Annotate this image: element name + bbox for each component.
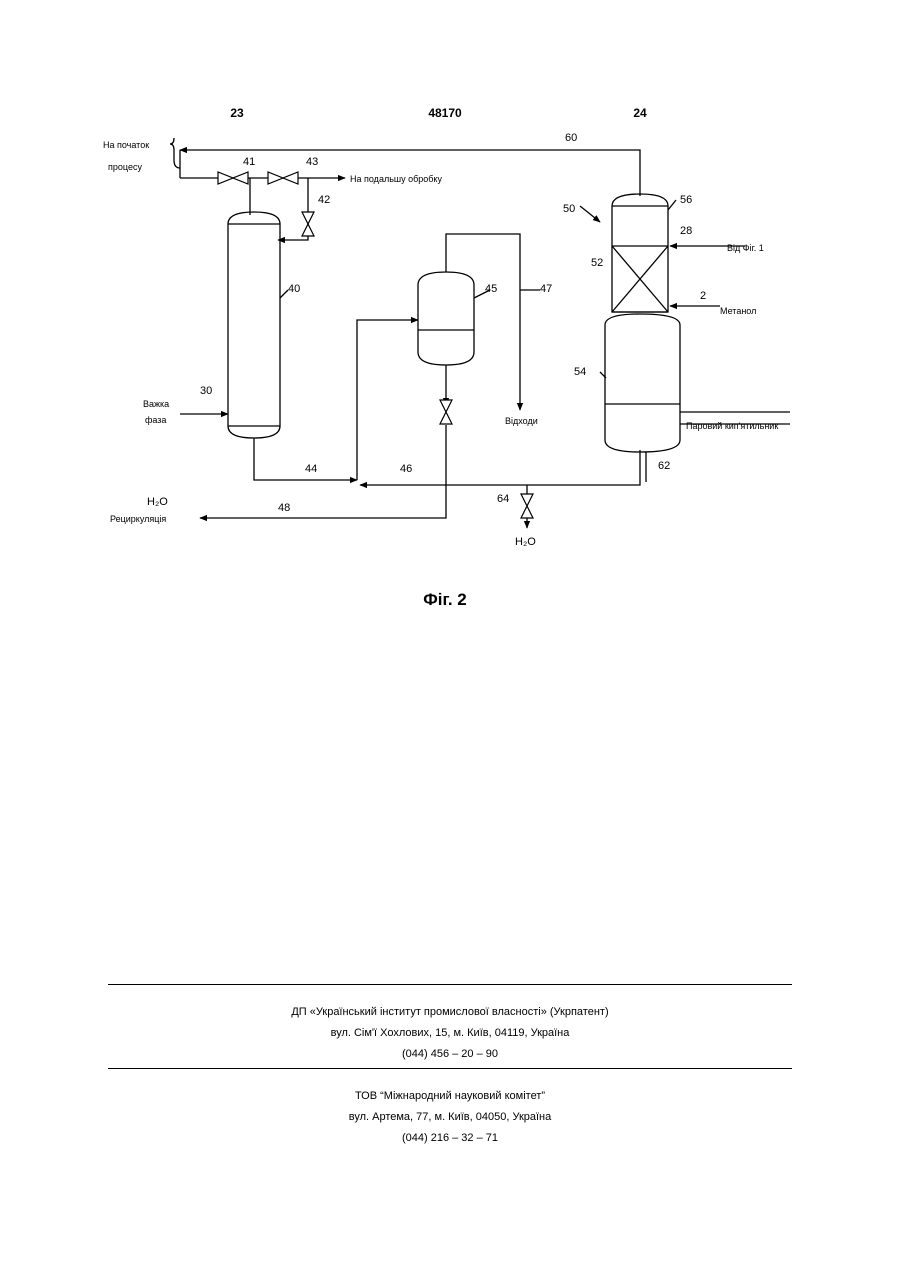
ref-40: 40 bbox=[288, 283, 300, 295]
ref-54: 54 bbox=[574, 366, 586, 378]
ref-60: 60 bbox=[565, 132, 577, 144]
footer-committee-phone: (044) 216 – 32 – 71 bbox=[108, 1128, 792, 1149]
ref-42: 42 bbox=[318, 194, 330, 206]
figure-caption: Фіг. 2 bbox=[423, 590, 467, 610]
label-water: H₂O bbox=[147, 496, 168, 508]
label-steam-reboiler: Паровий кип'ятильник bbox=[686, 421, 778, 431]
valve-45 bbox=[440, 400, 452, 424]
footer-ukrpatent-phone: (044) 456 – 20 – 90 bbox=[108, 1044, 792, 1065]
ref-45: 45 bbox=[485, 283, 497, 295]
ref-56: 56 bbox=[680, 194, 692, 206]
label-heavy-1: Важка bbox=[143, 399, 169, 409]
divider-top bbox=[108, 984, 792, 985]
label-recirculation: Рециркуляція bbox=[110, 514, 166, 524]
process-flow-diagram: На початок процесу На подальшу обробку В… bbox=[0, 0, 900, 580]
ref-52: 52 bbox=[591, 257, 603, 269]
ref-47: 47 bbox=[540, 283, 552, 295]
ref-41: 41 bbox=[243, 156, 255, 168]
line-47 bbox=[446, 234, 520, 410]
ref-64: 64 bbox=[497, 493, 509, 505]
pipe-42 bbox=[278, 178, 308, 240]
label-to-further: На подальшу обробку bbox=[350, 174, 442, 184]
label-to-start-2: процесу bbox=[108, 162, 142, 172]
divider-middle bbox=[108, 1068, 792, 1069]
label-to-start-1: На початок bbox=[103, 140, 149, 150]
footer-committee: ТОВ “Міжнародний науковий комітет” вул. … bbox=[108, 1086, 792, 1149]
ref-46: 46 bbox=[400, 463, 412, 475]
ref-62: 62 bbox=[658, 460, 670, 472]
ref-2: 2 bbox=[700, 290, 706, 302]
column-50-upper bbox=[612, 194, 668, 312]
ref-44: 44 bbox=[305, 463, 317, 475]
footer-committee-address: вул. Артема, 77, м. Київ, 04050, Україна bbox=[108, 1107, 792, 1128]
valve-41b bbox=[268, 172, 298, 184]
ref-43: 43 bbox=[306, 156, 318, 168]
footer-ukrpatent: ДП «Український інститут промислової вла… bbox=[108, 1002, 792, 1065]
label-from-fig1: Від Фіг. 1 bbox=[727, 243, 764, 253]
label-heavy-2: фаза bbox=[145, 415, 166, 425]
line-44-riser bbox=[357, 320, 418, 480]
valve-42 bbox=[302, 212, 314, 236]
label-methanol: Метанол bbox=[720, 306, 756, 316]
ref-50: 50 bbox=[563, 203, 575, 215]
footer-ukrpatent-name: ДП «Український інститут промислової вла… bbox=[108, 1002, 792, 1023]
column-40 bbox=[228, 212, 280, 438]
ref-30: 30 bbox=[200, 385, 212, 397]
label-water-drain: H₂O bbox=[515, 536, 536, 548]
valve-64 bbox=[521, 494, 533, 518]
label-waste: Відходи bbox=[505, 416, 538, 426]
footer-ukrpatent-address: вул. Сім'ї Хохлових, 15, м. Київ, 04119,… bbox=[108, 1023, 792, 1044]
footer-committee-name: ТОВ “Міжнародний науковий комітет” bbox=[108, 1086, 792, 1107]
ref-48: 48 bbox=[278, 502, 290, 514]
column-50-lower bbox=[605, 314, 680, 452]
separator-45 bbox=[418, 272, 474, 365]
valve-41a bbox=[218, 172, 248, 184]
ref-28: 28 bbox=[680, 225, 692, 237]
